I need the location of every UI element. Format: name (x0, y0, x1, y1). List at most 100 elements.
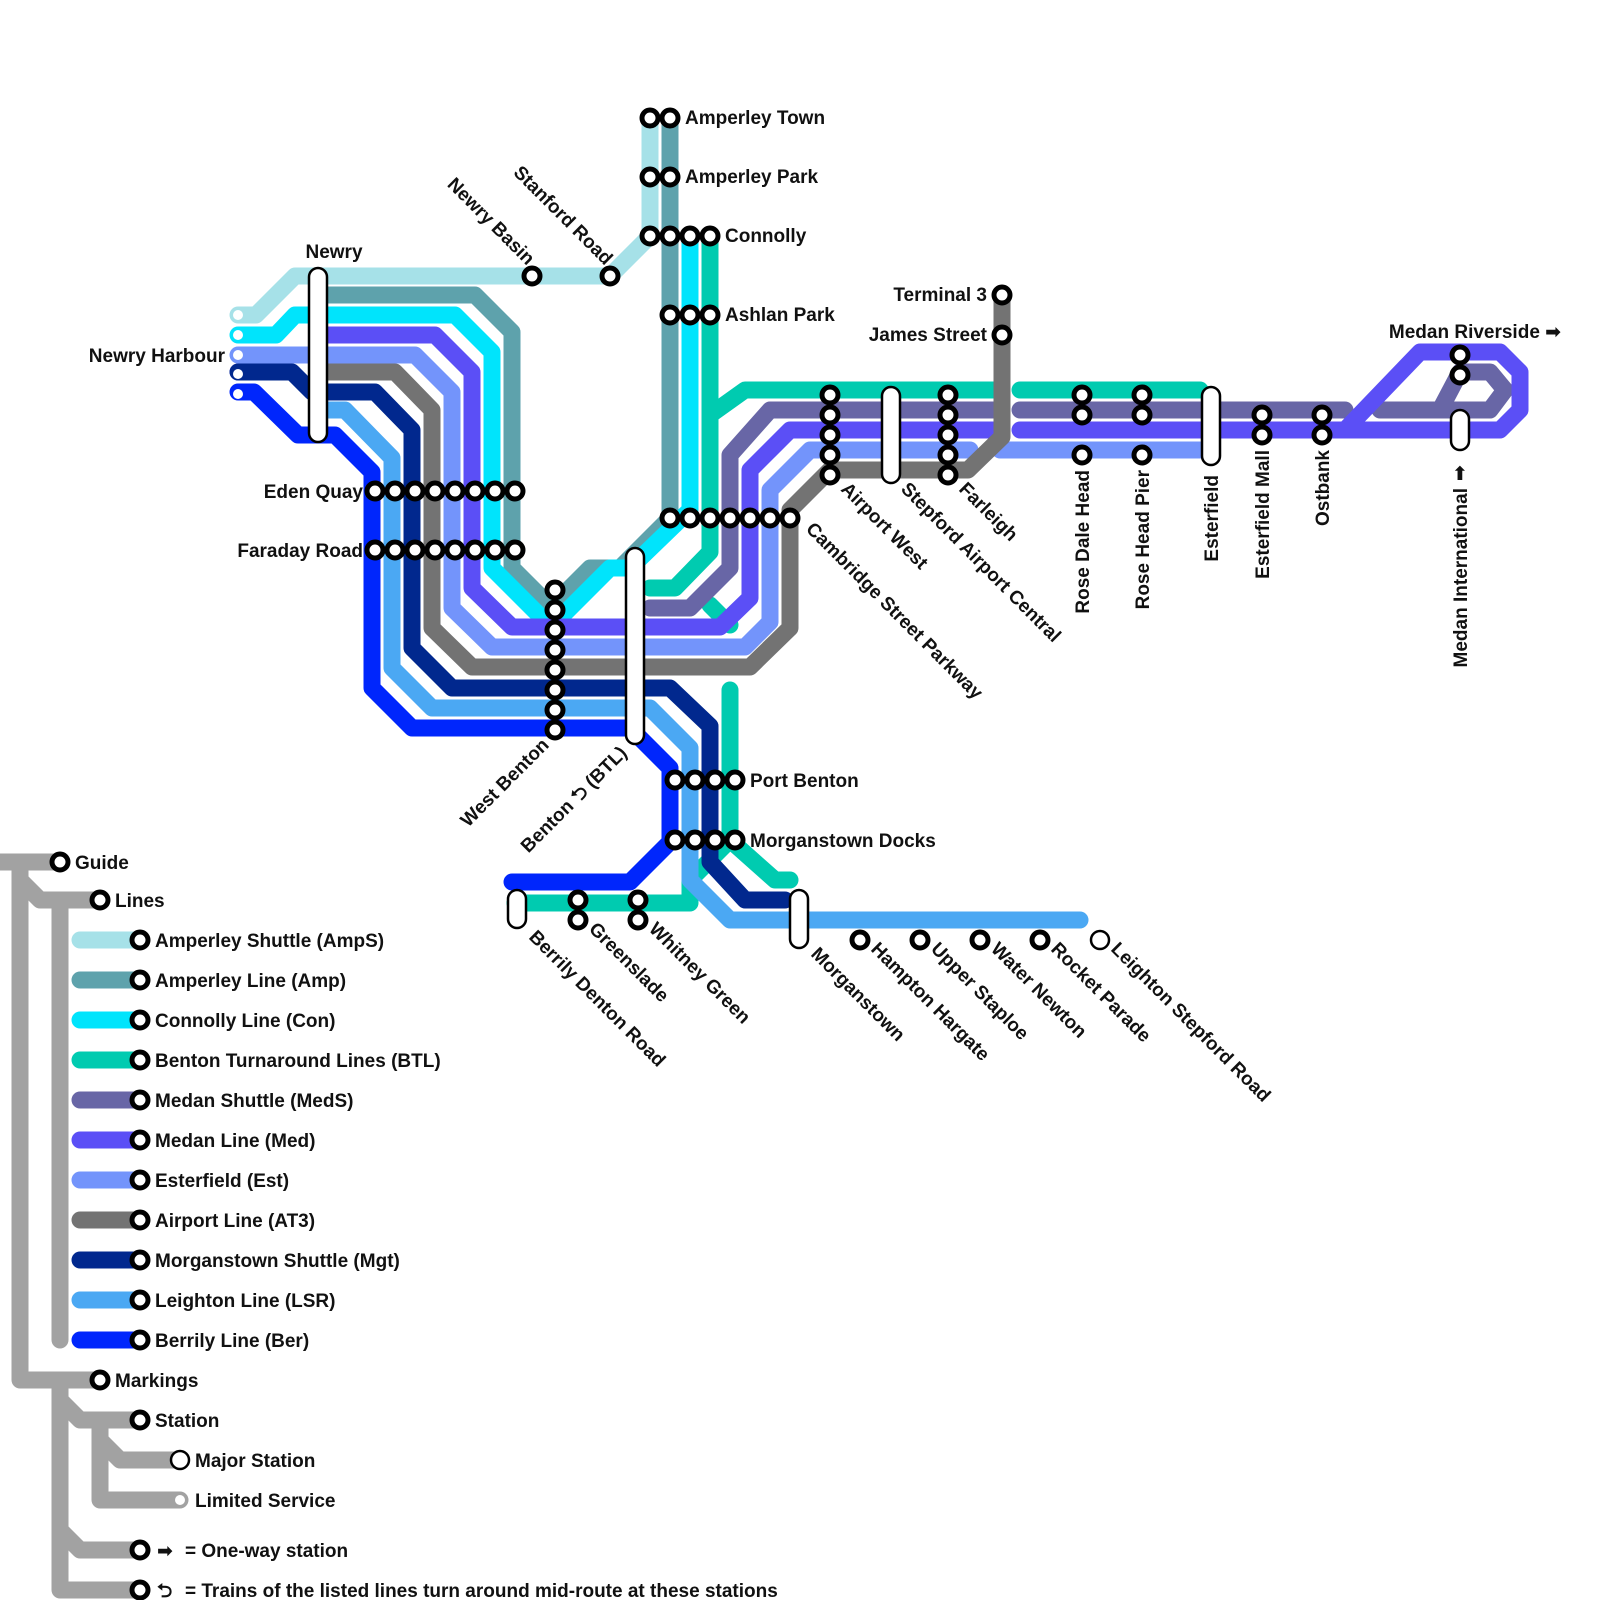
station-marker-medan-riverside[interactable] (1449, 344, 1471, 366)
station-marker-james-street[interactable] (991, 324, 1013, 346)
station-marker-terminal-3[interactable] (991, 284, 1013, 306)
station-marker-eden-quay[interactable] (424, 480, 446, 502)
station-marker-ashlan-park[interactable] (659, 304, 681, 326)
station-marker-benton[interactable] (624, 546, 646, 746)
station-marker-rose-head-pier[interactable] (1131, 404, 1153, 426)
station-marker-connolly[interactable] (659, 225, 681, 247)
station-marker-amperley-park[interactable] (659, 166, 681, 188)
guide-line-marker (129, 1289, 151, 1311)
station-marker-west-benton[interactable] (544, 639, 566, 661)
station-marker-morganstown-docks[interactable] (664, 829, 686, 851)
station-marker-west-benton[interactable] (544, 699, 566, 721)
station-marker-farleigh[interactable] (937, 384, 959, 406)
station-marker-cambridge-street-parkway[interactable] (699, 507, 721, 529)
station-marker-newry[interactable] (307, 266, 329, 444)
station-marker-west-benton[interactable] (544, 659, 566, 681)
station-marker-farleigh[interactable] (937, 424, 959, 446)
station-marker-greenslade[interactable] (567, 909, 589, 931)
station-marker-cambridge-street-parkway[interactable] (759, 507, 781, 529)
station-marker-port-benton[interactable] (684, 769, 706, 791)
station-marker-airport-west[interactable] (819, 404, 841, 426)
station-marker-upper-staploe[interactable] (909, 929, 931, 951)
station-marker-amperley-town[interactable] (659, 107, 681, 129)
station-marker-newry-basin[interactable] (521, 265, 543, 287)
station-marker-faraday-road[interactable] (504, 539, 526, 561)
station-marker-eden-quay[interactable] (444, 480, 466, 502)
station-marker-hampton-hargate[interactable] (849, 929, 871, 951)
station-marker-eden-quay[interactable] (464, 480, 486, 502)
station-marker-airport-west[interactable] (819, 384, 841, 406)
station-marker-medan-international[interactable] (1449, 408, 1471, 452)
station-marker-faraday-road[interactable] (464, 539, 486, 561)
station-marker-faraday-road[interactable] (484, 539, 506, 561)
station-marker-rose-dale-head[interactable] (1071, 384, 1093, 406)
station-marker-eden-quay[interactable] (504, 480, 526, 502)
station-marker-port-benton[interactable] (664, 769, 686, 791)
station-marker-cambridge-street-parkway[interactable] (739, 507, 761, 529)
station-marker-west-benton[interactable] (544, 619, 566, 641)
station-marker-ostbank[interactable] (1311, 404, 1333, 426)
station-marker-whitney-green[interactable] (627, 909, 649, 931)
station-marker-newry-harbour[interactable] (233, 350, 243, 360)
station-marker-airport-west[interactable] (819, 444, 841, 466)
station-marker-farleigh[interactable] (937, 444, 959, 466)
station-marker-newry-harbour[interactable] (233, 310, 243, 320)
station-marker-rose-dale-head[interactable] (1071, 404, 1093, 426)
station-marker-morganstown-docks[interactable] (704, 829, 726, 851)
station-marker-ashlan-park[interactable] (679, 304, 701, 326)
station-marker-greenslade[interactable] (567, 889, 589, 911)
station-marker-rocket-parade[interactable] (1029, 929, 1051, 951)
station-marker-amperley-park[interactable] (639, 166, 661, 188)
station-marker-farleigh[interactable] (937, 404, 959, 426)
station-marker-ashlan-park[interactable] (699, 304, 721, 326)
station-marker-leighton-stepford-road[interactable] (1089, 929, 1111, 951)
station-labels: Amperley Town Amperley Park Connolly Ash… (89, 108, 1561, 1107)
station-marker-esterfield[interactable] (1200, 385, 1222, 467)
station-marker-port-benton[interactable] (724, 769, 746, 791)
station-marker-rose-dale-head[interactable] (1071, 444, 1093, 466)
station-marker-morganstown-docks[interactable] (724, 829, 746, 851)
station-marker-faraday-road[interactable] (424, 539, 446, 561)
station-marker-west-benton[interactable] (544, 719, 566, 741)
station-marker-connolly[interactable] (639, 225, 661, 247)
station-marker-west-benton[interactable] (544, 679, 566, 701)
station-marker-cambridge-street-parkway[interactable] (719, 507, 741, 529)
station-marker-newry-harbour[interactable] (233, 389, 243, 399)
station-marker-amperley-town[interactable] (639, 107, 661, 129)
station-marker-airport-west[interactable] (819, 424, 841, 446)
station-marker-water-newton[interactable] (969, 929, 991, 951)
station-marker-faraday-road[interactable] (404, 539, 426, 561)
station-marker-esterfield-mall[interactable] (1251, 424, 1273, 446)
station-marker-cambridge-street-parkway[interactable] (679, 507, 701, 529)
station-marker-medan-riverside[interactable] (1449, 364, 1471, 386)
station-marker-stanford-road[interactable] (599, 265, 621, 287)
station-marker-ostbank[interactable] (1311, 424, 1333, 446)
station-marker-eden-quay[interactable] (384, 480, 406, 502)
station-marker-west-benton[interactable] (544, 579, 566, 601)
station-marker-rose-head-pier[interactable] (1131, 444, 1153, 466)
station-marker-eden-quay[interactable] (404, 480, 426, 502)
station-marker-connolly[interactable] (679, 225, 701, 247)
station-marker-cambridge-street-parkway[interactable] (779, 507, 801, 529)
station-marker-morganstown[interactable] (788, 888, 810, 950)
station-marker-morganstown-docks[interactable] (684, 829, 706, 851)
station-marker-stepford-airport-central[interactable] (880, 385, 902, 485)
station-marker-newry-harbour[interactable] (233, 330, 243, 340)
station-marker-eden-quay[interactable] (484, 480, 506, 502)
station-marker-cambridge-street-parkway[interactable] (659, 507, 681, 529)
station-marker-connolly[interactable] (699, 225, 721, 247)
station-marker-whitney-green[interactable] (627, 889, 649, 911)
label-esterfield: Esterfield (1202, 475, 1223, 562)
station-marker-esterfield-mall[interactable] (1251, 404, 1273, 426)
station-marker-faraday-road[interactable] (364, 539, 386, 561)
station-marker-berrily-denton-road[interactable] (506, 888, 528, 930)
station-marker-eden-quay[interactable] (364, 480, 386, 502)
station-marker-rose-head-pier[interactable] (1131, 384, 1153, 406)
station-marker-faraday-road[interactable] (444, 539, 466, 561)
station-marker-airport-west[interactable] (819, 464, 841, 486)
station-marker-newry-harbour[interactable] (233, 369, 243, 379)
station-marker-faraday-road[interactable] (384, 539, 406, 561)
station-marker-west-benton[interactable] (544, 599, 566, 621)
station-marker-farleigh[interactable] (937, 464, 959, 486)
station-marker-port-benton[interactable] (704, 769, 726, 791)
